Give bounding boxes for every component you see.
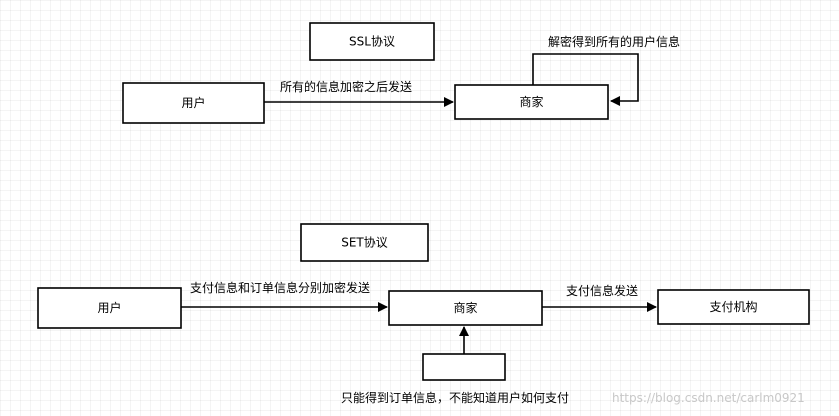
set-bottom-note-box[interactable]: [422, 353, 506, 381]
ssl-loop-label: 解密得到所有的用户信息: [548, 34, 680, 49]
set-merchant-box[interactable]: 商家: [388, 290, 543, 326]
ssl-user-box[interactable]: 用户: [122, 82, 265, 124]
ssl-title: SSL协议: [349, 34, 395, 49]
set-payment-box[interactable]: 支付机构: [657, 289, 810, 325]
ssl-user-label: 用户: [181, 95, 205, 110]
ssl-merchant-label: 商家: [519, 94, 543, 109]
set-user-box[interactable]: 用户: [37, 287, 182, 329]
set-title-box[interactable]: SET协议: [300, 223, 429, 262]
ssl-edge-label: 所有的信息加密之后发送: [280, 79, 412, 94]
watermark: https://blog.csdn.net/carlm0921: [612, 391, 805, 405]
set-user-label: 用户: [97, 300, 121, 315]
ssl-merchant-box[interactable]: 商家: [454, 84, 609, 120]
set-bottom-label: 只能得到订单信息，不能知道用户如何支付: [341, 390, 569, 405]
ssl-merchant-self-loop-arrow[interactable]: [532, 53, 639, 106]
set-edge1-label: 支付信息和订单信息分别加密发送: [190, 280, 370, 295]
set-edge2-label: 支付信息发送: [566, 283, 638, 298]
set-payment-label: 支付机构: [709, 299, 757, 314]
set-merchant-label: 商家: [453, 300, 477, 315]
ssl-title-box[interactable]: SSL协议: [309, 22, 435, 61]
set-title: SET协议: [341, 235, 388, 250]
